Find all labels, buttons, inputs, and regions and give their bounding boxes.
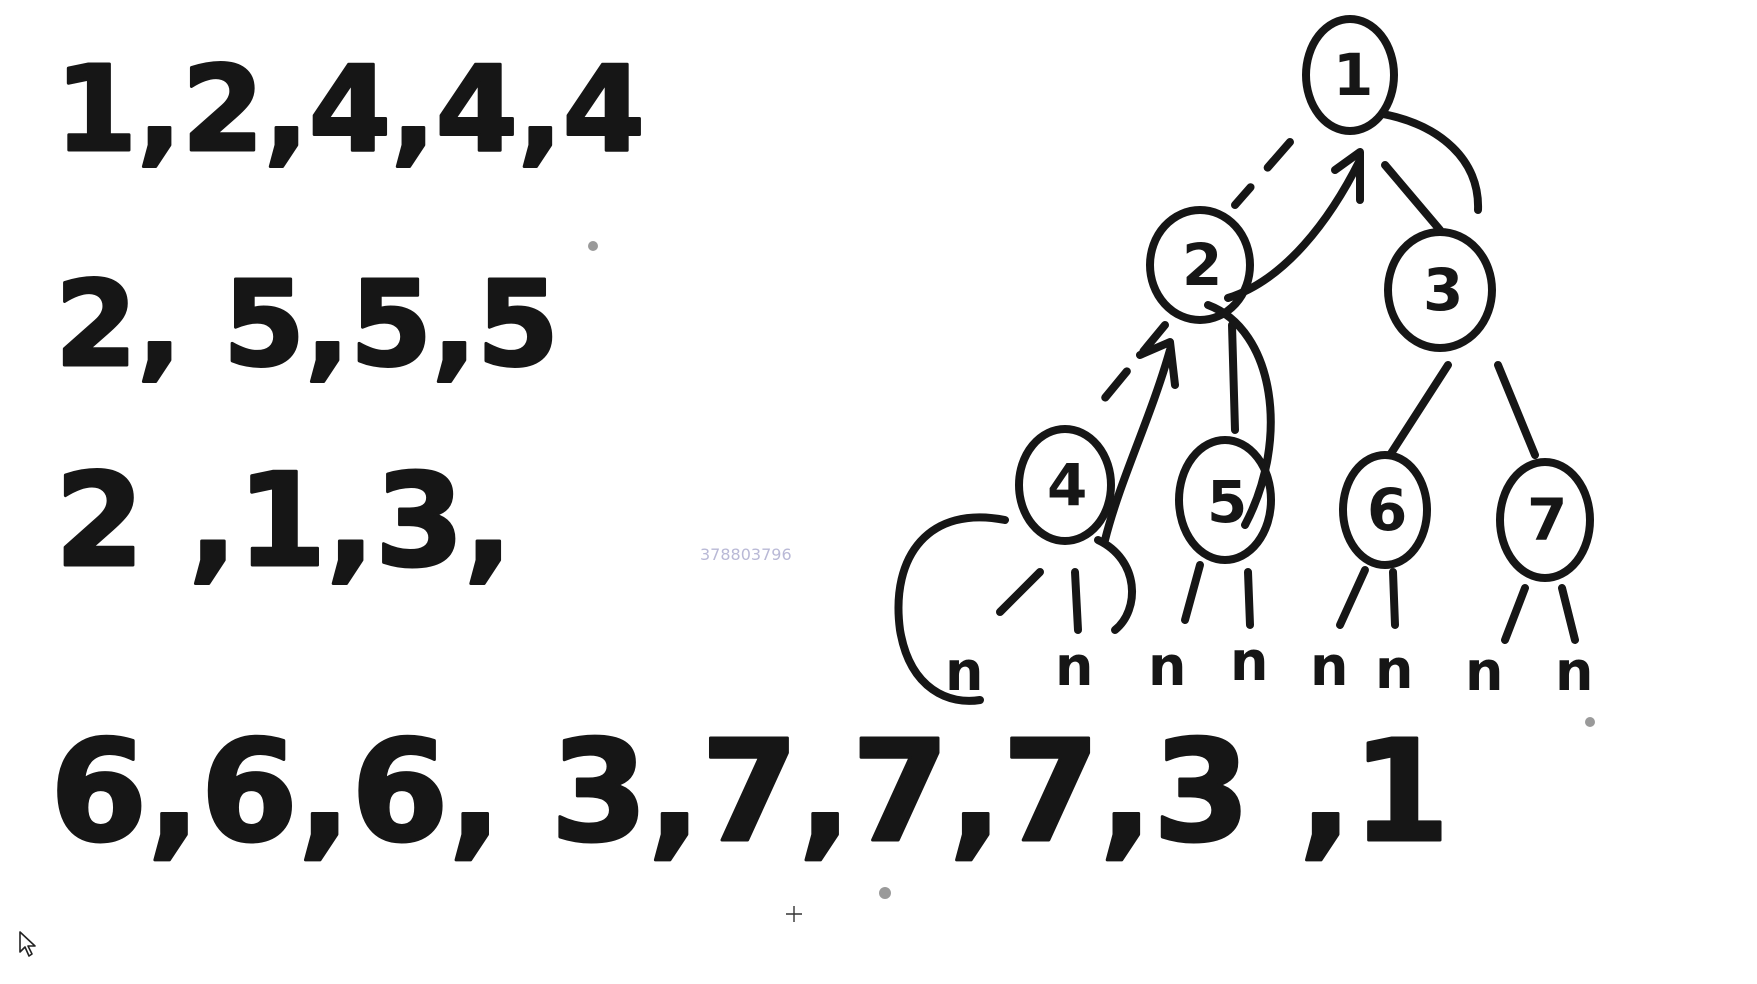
tree-node-4: 4: [1047, 451, 1087, 519]
arrow-cursor-icon: [19, 931, 36, 957]
null-edge: [1501, 584, 1529, 644]
sequence-line-3: 2 ,1,3,: [55, 447, 513, 596]
tree-node-circle-3: [1384, 228, 1496, 352]
tree-node-3: 3: [1423, 256, 1463, 324]
watermark-id: 378803796: [700, 545, 792, 564]
sequence-line-2: 2, 5,5,5: [55, 255, 559, 393]
edge-3-7: [1494, 361, 1539, 459]
null-edge: [996, 568, 1044, 616]
traversal-arrow-2-to-5: [1204, 301, 1275, 529]
sequence-line-1: 1,2,4,4,4: [55, 40, 645, 178]
null-edge: [1071, 568, 1082, 634]
sequence-line-4: 6,6,6, 3,7,7,7,3 ,1: [50, 711, 1450, 874]
null-edge: [1244, 568, 1254, 629]
stray-dot: [588, 241, 598, 251]
null-edge: [1336, 566, 1369, 629]
edge-1-3-arc: [1379, 110, 1483, 214]
null-edge: [1558, 584, 1579, 644]
null-leaf: n: [1148, 635, 1186, 698]
edge-1-2: [1231, 138, 1294, 209]
traversal-arrow-4-to-2: [1101, 346, 1174, 544]
null-leaf: n: [945, 640, 983, 703]
tree-node-1: 1: [1333, 41, 1373, 109]
arrowhead: [1331, 148, 1364, 204]
null-leaf: n: [1555, 640, 1593, 703]
null-leaf: n: [1055, 635, 1093, 698]
traversal-arrow-4-to-null: [894, 513, 1009, 705]
tree-node-7: 7: [1527, 486, 1567, 554]
null-leaf: n: [1310, 635, 1348, 698]
null-leaf: n: [1375, 638, 1413, 701]
tree-node-circle-6: [1339, 451, 1431, 569]
crosshair-icon: [786, 906, 802, 922]
tree-node-circle-4: [1015, 425, 1115, 545]
edge-1-3: [1381, 161, 1444, 234]
tree-node-circle-2: [1146, 206, 1254, 324]
stray-dot: [1585, 717, 1595, 727]
null-leaf: n: [1230, 630, 1268, 693]
tree-node-2: 2: [1182, 231, 1222, 299]
null-edge: [1389, 568, 1399, 629]
tree-node-circle-1: [1302, 15, 1398, 135]
null-edge: [1181, 561, 1204, 624]
edge-2-5: [1228, 321, 1239, 434]
edge-3-6: [1386, 361, 1452, 459]
stray-dot: [879, 887, 891, 899]
null-leaf: n: [1465, 640, 1503, 703]
traversal-arrow-4-to-null-right: [1094, 536, 1136, 634]
tree-node-circle-5: [1175, 436, 1275, 564]
tree-node-6: 6: [1367, 476, 1407, 544]
tree-node-5: 5: [1207, 468, 1247, 536]
tree-node-circle-7: [1496, 458, 1594, 582]
arrowhead: [1136, 338, 1179, 389]
edge-2-4: [1091, 321, 1169, 414]
